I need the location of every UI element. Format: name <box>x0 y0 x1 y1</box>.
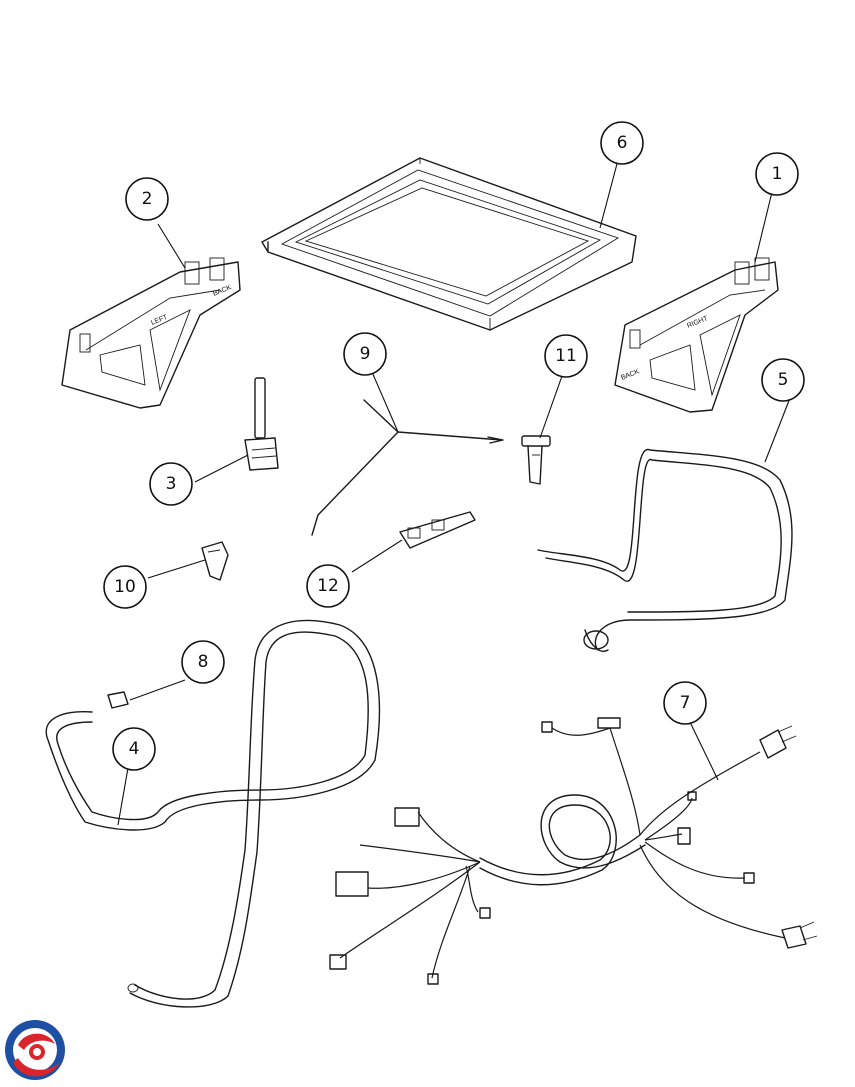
callout-9-label: 9 <box>360 344 371 364</box>
callout-7-label: 7 <box>680 693 691 713</box>
callout-1[interactable]: 1 <box>755 152 799 196</box>
callout-5-label: 5 <box>778 370 789 390</box>
part-1-right-bracket[interactable]: RIGHT BACK <box>614 257 779 413</box>
callout-10[interactable]: 10 <box>103 565 147 609</box>
part-9-wire-spring[interactable] <box>311 399 504 536</box>
part-8-clip[interactable] <box>107 691 129 709</box>
part-7-wiring-harness[interactable] <box>329 717 818 985</box>
callout-11[interactable]: 11 <box>544 334 588 378</box>
callout-6-label: 6 <box>617 133 628 153</box>
brand-swirl-icon <box>5 1020 65 1080</box>
callout-3-label: 3 <box>166 474 177 494</box>
callout-7[interactable]: 7 <box>663 681 707 725</box>
part-4-tubing[interactable] <box>45 619 381 1008</box>
leader-lines <box>117 159 791 826</box>
part-5-door-gasket[interactable] <box>537 449 793 652</box>
part-11-latch-pin[interactable] <box>521 435 551 485</box>
callout-9[interactable]: 9 <box>343 332 387 376</box>
callout-2[interactable]: 2 <box>125 177 169 221</box>
callout-8[interactable]: 8 <box>181 640 225 684</box>
callout-4[interactable]: 4 <box>112 727 156 771</box>
callout-10-label: 10 <box>114 577 136 597</box>
callout-6[interactable]: 6 <box>600 121 644 165</box>
callout-12[interactable]: 12 <box>306 564 350 608</box>
part-6-door-frame[interactable] <box>261 157 637 331</box>
callout-5[interactable]: 5 <box>761 358 805 402</box>
callout-4-label: 4 <box>129 739 140 759</box>
callout-3[interactable]: 3 <box>149 462 193 506</box>
part-12-hinge-latch[interactable] <box>399 511 476 549</box>
callout-1-label: 1 <box>772 164 783 184</box>
part-2-left-bracket[interactable]: LEFT BACK <box>61 257 241 409</box>
callout-8-label: 8 <box>198 652 209 672</box>
part-3-door-switch[interactable] <box>244 377 279 471</box>
callout-11-label: 11 <box>555 346 577 366</box>
right-bracket-back-label: BACK <box>620 368 641 382</box>
callout-2-label: 2 <box>142 189 153 209</box>
callout-12-label: 12 <box>317 576 339 596</box>
part-10-clip[interactable] <box>201 541 229 581</box>
